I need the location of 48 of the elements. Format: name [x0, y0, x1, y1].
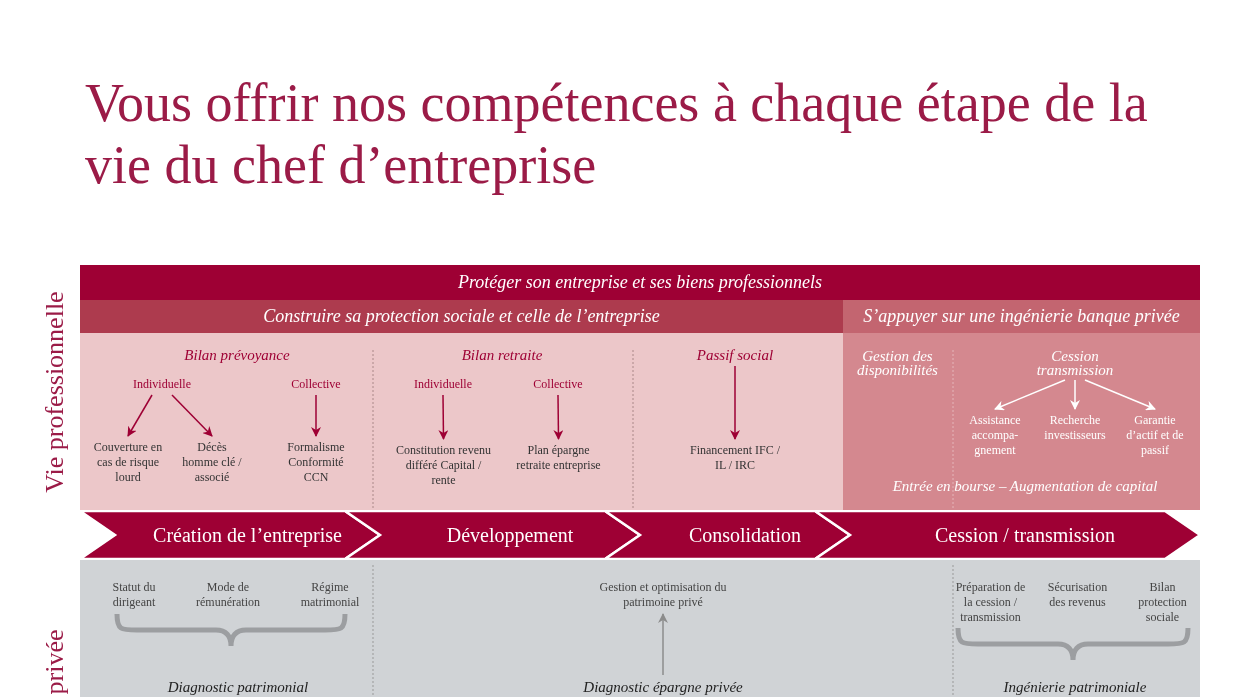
arrow: [658, 613, 668, 676]
node-text: Gestion et optimisation du patrimoine privé: [588, 580, 738, 610]
arrow: [438, 394, 449, 440]
caption-text: Entrée en bourse – Augmentation de capital: [891, 479, 1159, 493]
banner: Protéger son entreprise et ses biens professionnels: [80, 265, 1200, 300]
section-heading: Bilan prévoyance: [183, 348, 291, 363]
section-heading: Ingénierie patrimoniale: [1002, 678, 1148, 696]
node-text: Cession transmission: [1025, 349, 1125, 377]
side-label: Vie professionnelle: [39, 290, 70, 495]
banner: S’appuyer sur une ingénierie banque privée: [843, 300, 1200, 333]
item-text: Mode de rémunération: [195, 580, 261, 610]
arrow: [171, 394, 213, 437]
arrow: [553, 394, 564, 440]
node-text: Assistance accompa- gnement: [960, 413, 1030, 458]
node-text: Collective: [266, 377, 366, 392]
arrow: [730, 365, 740, 440]
item-text: Bilan protection sociale: [1137, 580, 1188, 625]
arrow: [127, 394, 153, 437]
item-text: Régime matrimonial: [299, 580, 361, 610]
node-text: Couverture en cas de risque lourd: [92, 440, 164, 485]
node-text: Constitution revenu différé Capital / rente: [396, 443, 491, 488]
banner: Construire sa protection sociale et celle de l’entreprise: [80, 300, 843, 333]
node-text: Financement IFC / IL / IRC: [690, 443, 780, 473]
node-text: Formalisme Conformité CCN: [276, 440, 356, 485]
chevron-step: Cession / transmission: [815, 511, 1200, 559]
node-text: Individuelle: [112, 377, 212, 392]
side-label: privée: [39, 628, 70, 697]
arrow: [1084, 379, 1156, 411]
arrow: [994, 379, 1066, 411]
title: Vous offrir nos compétences à chaque étape de la vie du chef d’entreprise: [85, 72, 1149, 196]
item-text: Préparation de la cession / transmission: [954, 580, 1027, 625]
node-text: Plan épargne retraite entreprise: [516, 443, 601, 473]
chevron-step: Consolidation: [605, 511, 850, 559]
node-text: Décès homme clé / associé: [178, 440, 246, 485]
section-heading: Bilan retraite: [460, 348, 544, 363]
node-text: Passif social: [675, 348, 795, 363]
node-text: Garantie d’actif et de passif: [1126, 413, 1184, 458]
section-heading: Diagnostic patrimonial: [166, 678, 310, 696]
item-text: Statut du dirigeant: [111, 580, 157, 610]
node-text: Collective: [508, 377, 608, 392]
arrow: [311, 394, 321, 437]
node-text: Diagnostic épargne privée: [543, 678, 783, 696]
node-text: Individuelle: [393, 377, 493, 392]
chevron-step: Développement: [345, 511, 640, 559]
arrow: [1070, 379, 1080, 410]
node-text: Recherche investisseurs: [1040, 413, 1110, 443]
section-heading: Gestion des disponibilités: [856, 349, 939, 377]
item-text: Sécurisation des revenus: [1046, 580, 1109, 610]
